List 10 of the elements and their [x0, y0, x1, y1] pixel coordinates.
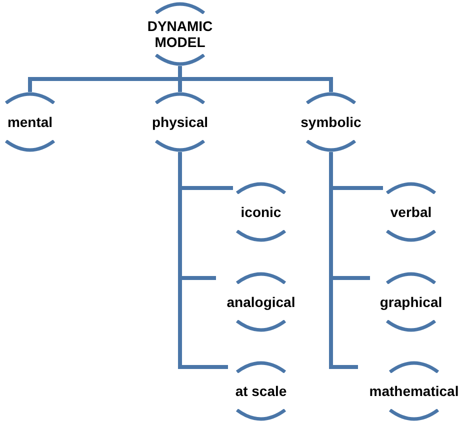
node-label: analogical	[226, 294, 296, 310]
node-label: DYNAMIC MODEL	[146, 18, 214, 50]
node-label: graphical	[380, 294, 442, 310]
node-label: mathematical	[369, 383, 459, 399]
node-label: physical	[152, 114, 208, 130]
node-label: verbal	[390, 204, 432, 220]
node-label: symbolic	[300, 114, 362, 130]
node-label: mental	[7, 114, 53, 130]
node-label: at scale	[235, 383, 287, 399]
node-label: iconic	[240, 204, 282, 220]
